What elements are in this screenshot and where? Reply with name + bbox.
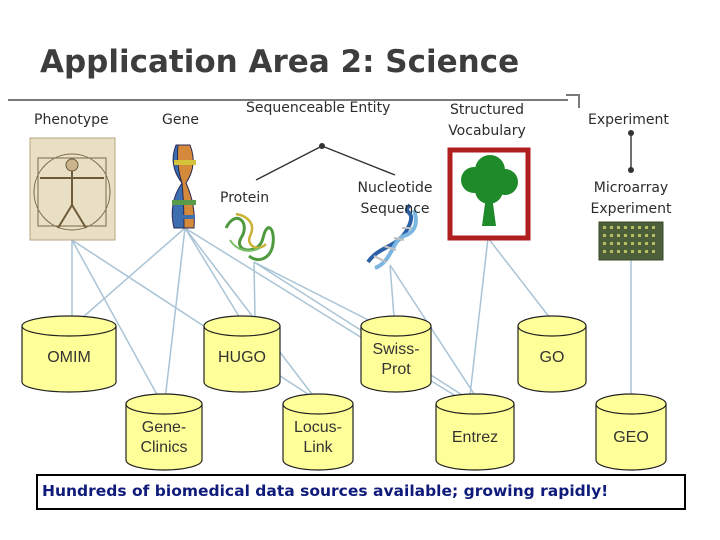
source-go: GO [539,349,565,366]
title-underline [8,99,568,101]
hierarchy-lines [255,133,632,181]
source-swissprot-line2: Prot [381,361,411,378]
source-hugo: HUGO [218,349,266,366]
cylinder-entrez [435,393,515,471]
label-microarray-experiment: Microarray Experiment [576,178,686,220]
source-swissprot-line1: Swiss- [372,341,420,358]
hierarchy-line-protein [255,145,323,181]
cylinder-omim [21,315,117,393]
hierarchy-node-experiment [628,130,634,136]
label-structured-vocabulary: Structured Vocabulary [432,100,542,142]
hierarchy-node-sequenceable [319,143,325,149]
label-microarray-line1: Microarray [593,180,669,196]
cylinder-locuslink [282,393,354,471]
source-omim: OMIM [47,349,91,366]
label-protein-text: Protein [220,190,270,206]
source-geneclinics: Gene- Clinics [126,418,202,458]
label-phenotype: Phenotype [34,112,109,128]
label-nucleotide-sequence: Nucleotide Sequence [340,178,450,220]
cylinder-go [517,315,587,393]
label-structured-line1: Structured [449,102,524,118]
tree-icon [447,147,531,241]
hierarchy-node-microarray [628,167,634,173]
source-geo: GEO [613,429,649,446]
source-locuslink-line1: Locus- [293,419,343,436]
label-nucleotide-line1: Nucleotide [357,180,433,196]
slide-title: Application Area 2: Science [40,44,520,80]
footer-text: Hundreds of biomedical data sources avai… [42,482,609,500]
source-locuslink-line2: Link [303,439,333,456]
cylinder-geo [595,393,667,471]
label-sequenceable-entity: Sequenceable Entity [246,100,391,116]
label-structured-line2: Vocabulary [448,123,526,139]
title-rule-corner [566,94,580,108]
footer-banner: Hundreds of biomedical data sources avai… [36,474,686,510]
source-geneclinics-line2: Clinics [140,439,188,456]
label-gene: Gene [162,112,199,128]
source-entrez: Entrez [451,429,499,446]
vitruvian-man-icon [29,137,116,241]
label-microarray-line2: Experiment [590,201,672,217]
cylinder-swissprot [360,315,432,393]
source-swissprot: Swiss- Prot [361,340,431,380]
label-nucleotide-line2: Sequence [360,201,430,217]
microarray-icon [598,221,664,261]
hierarchy-line-nucleotide [321,145,396,176]
chromosome-icon [171,144,196,229]
source-geneclinics-line1: Gene- [141,419,187,436]
protein-structure-icon [224,212,275,261]
label-experiment: Experiment [588,112,669,128]
label-protein: Protein [220,188,269,209]
dna-helix-icon [366,203,418,270]
cylinder-hugo [203,315,281,393]
source-locuslink: Locus- Link [283,418,353,458]
cylinder-geneclinics [125,393,203,471]
